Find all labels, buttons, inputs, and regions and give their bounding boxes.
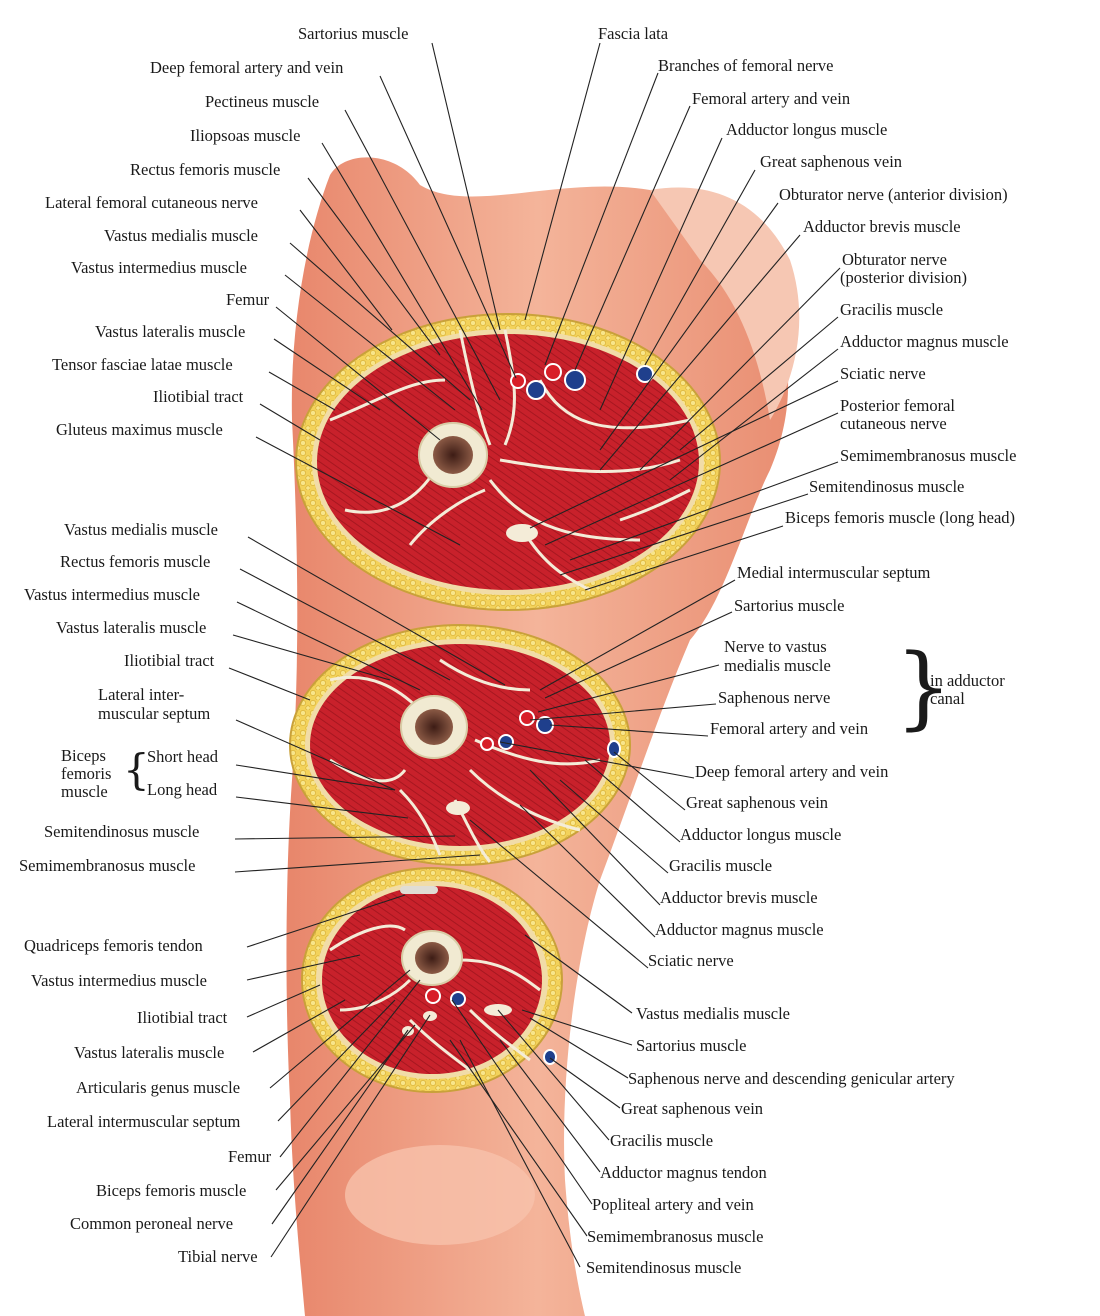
label-biceps-word-2: femoris [61,764,112,783]
label-post-fem-cut-1: Posterior femoral [840,396,956,415]
label-lat-fem-cut-nerve: Lateral femoral cutaneous nerve [45,193,259,212]
label-gracilis-top: Gracilis muscle [840,300,944,319]
label-vastus-intermedius-mid: Vastus intermedius muscle [24,585,200,604]
label-iliotibial-top: Iliotibial tract [153,387,244,406]
label-add-brevis-mid: Adductor brevis muscle [660,888,818,907]
label-iliotibial-mid: Iliotibial tract [124,651,215,670]
label-pectineus: Pectineus muscle [205,92,320,111]
label-nerve-vastus-1: Nerve to vastus [724,637,827,656]
label-great-saph-low: Great saphenous vein [621,1099,764,1118]
label-obturator-ant: Obturator nerve (anterior division) [779,185,1008,204]
label-add-longus-top: Adductor longus muscle [726,120,888,139]
label-sartorius-low: Sartorius muscle [636,1036,747,1055]
label-vastus-lateralis-top: Vastus lateralis muscle [95,322,246,341]
label-semiten-top: Semitendinosus muscle [809,477,965,496]
mid-thigh-section [289,624,631,866]
label-vastus-medialis-low: Vastus medialis muscle [636,1004,790,1023]
label-medial-septum: Medial intermuscular septum [737,563,931,582]
label-common-peroneal: Common peroneal nerve [70,1214,234,1233]
label-popliteal: Popliteal artery and vein [592,1195,754,1214]
label-add-brevis-top: Adductor brevis muscle [803,217,961,236]
label-fem-art-vein-mid: Femoral artery and vein [710,719,869,738]
label-obturator-post-1: Obturator nerve [842,250,947,269]
label-vastus-medialis-mid: Vastus medialis muscle [64,520,218,539]
label-rectus-top: Rectus femoris muscle [130,160,281,179]
label-nerve-vastus-2: medialis muscle [724,656,831,675]
label-biceps-long-top: Biceps femoris muscle (long head) [785,508,1016,527]
label-biceps-word-3: muscle [61,782,108,801]
label-add-magnus-top: Adductor magnus muscle [840,332,1009,351]
label-gracilis-mid: Gracilis muscle [669,856,773,875]
label-tensor-fasciae: Tensor fasciae latae muscle [52,355,233,374]
label-fem-art-vein-top: Femoral artery and vein [692,89,851,108]
label-obturator-post-2: (posterior division) [840,268,967,287]
biceps-brace: { [123,745,150,794]
label-adductor-canal-2: canal [930,689,965,708]
label-deep-femoral-mid: Deep femoral artery and vein [695,762,889,781]
label-gracilis-low: Gracilis muscle [610,1131,714,1150]
upper-thigh-section [295,313,721,611]
label-saph-desc-genic: Saphenous nerve and descending genicular… [628,1069,955,1088]
label-vastus-intermedius-top: Vastus intermedius muscle [71,258,247,277]
label-femur-low: Femur [228,1147,272,1166]
label-biceps-word-1: Biceps [61,746,106,765]
label-vastus-intermedius-low: Vastus intermedius muscle [31,971,207,990]
label-sartorius-mid: Sartorius muscle [734,596,845,615]
label-lat-septum-low: Lateral intermuscular septum [47,1112,241,1131]
leader-lines [228,42,841,1268]
label-sartorius-top: Sartorius muscle [298,24,409,43]
label-iliotibial-low: Iliotibial tract [137,1008,228,1027]
label-femur-top: Femur [226,290,270,309]
label-iliopsoas: Iliopsoas muscle [190,126,301,145]
label-sciatic-mid: Sciatic nerve [648,951,734,970]
label-biceps-low: Biceps femoris muscle [96,1181,247,1200]
label-short-head: Short head [147,747,219,766]
label-sciatic-top: Sciatic nerve [840,364,926,383]
label-add-magnus-mid: Adductor magnus muscle [655,920,824,939]
label-tibial-nerve: Tibial nerve [178,1247,258,1266]
label-great-saph-top: Great saphenous vein [760,152,903,171]
label-saph-nerve-mid: Saphenous nerve [718,688,831,707]
label-deep-femoral-top: Deep femoral artery and vein [150,58,344,77]
label-semimem-low: Semimembranosus muscle [587,1227,764,1246]
label-great-saph-mid: Great saphenous vein [686,793,829,812]
label-vastus-lateralis-mid: Vastus lateralis muscle [56,618,207,637]
lower-thigh-section [301,867,563,1093]
label-semiten-low: Semitendinosus muscle [586,1258,742,1277]
label-lat-inter-2: muscular septum [98,704,211,723]
label-long-head: Long head [147,780,218,799]
label-semiten-mid: Semitendinosus muscle [44,822,200,841]
label-post-fem-cut-2: cutaneous nerve [840,414,947,433]
label-adductor-canal-1: in adductor [930,671,1005,690]
adductor-canal-brace: } [895,635,953,740]
label-rectus-mid: Rectus femoris muscle [60,552,211,571]
label-quad-tendon: Quadriceps femoris tendon [24,936,203,955]
label-articularis: Articularis genus muscle [76,1078,241,1097]
label-lat-inter-1: Lateral inter- [98,685,185,704]
label-semimem-top: Semimembranosus muscle [840,446,1017,465]
label-gluteus-max: Gluteus maximus muscle [56,420,223,439]
label-fascia-lata: Fascia lata [598,24,669,43]
label-add-longus-mid: Adductor longus muscle [680,825,842,844]
label-add-magnus-tendon: Adductor magnus tendon [600,1163,767,1182]
label-vastus-medialis-top: Vastus medialis muscle [104,226,258,245]
label-semimem-mid: Semimembranosus muscle [19,856,196,875]
label-branches-fem-nerve: Branches of femoral nerve [658,56,834,75]
label-vastus-lateralis-low: Vastus lateralis muscle [74,1043,225,1062]
